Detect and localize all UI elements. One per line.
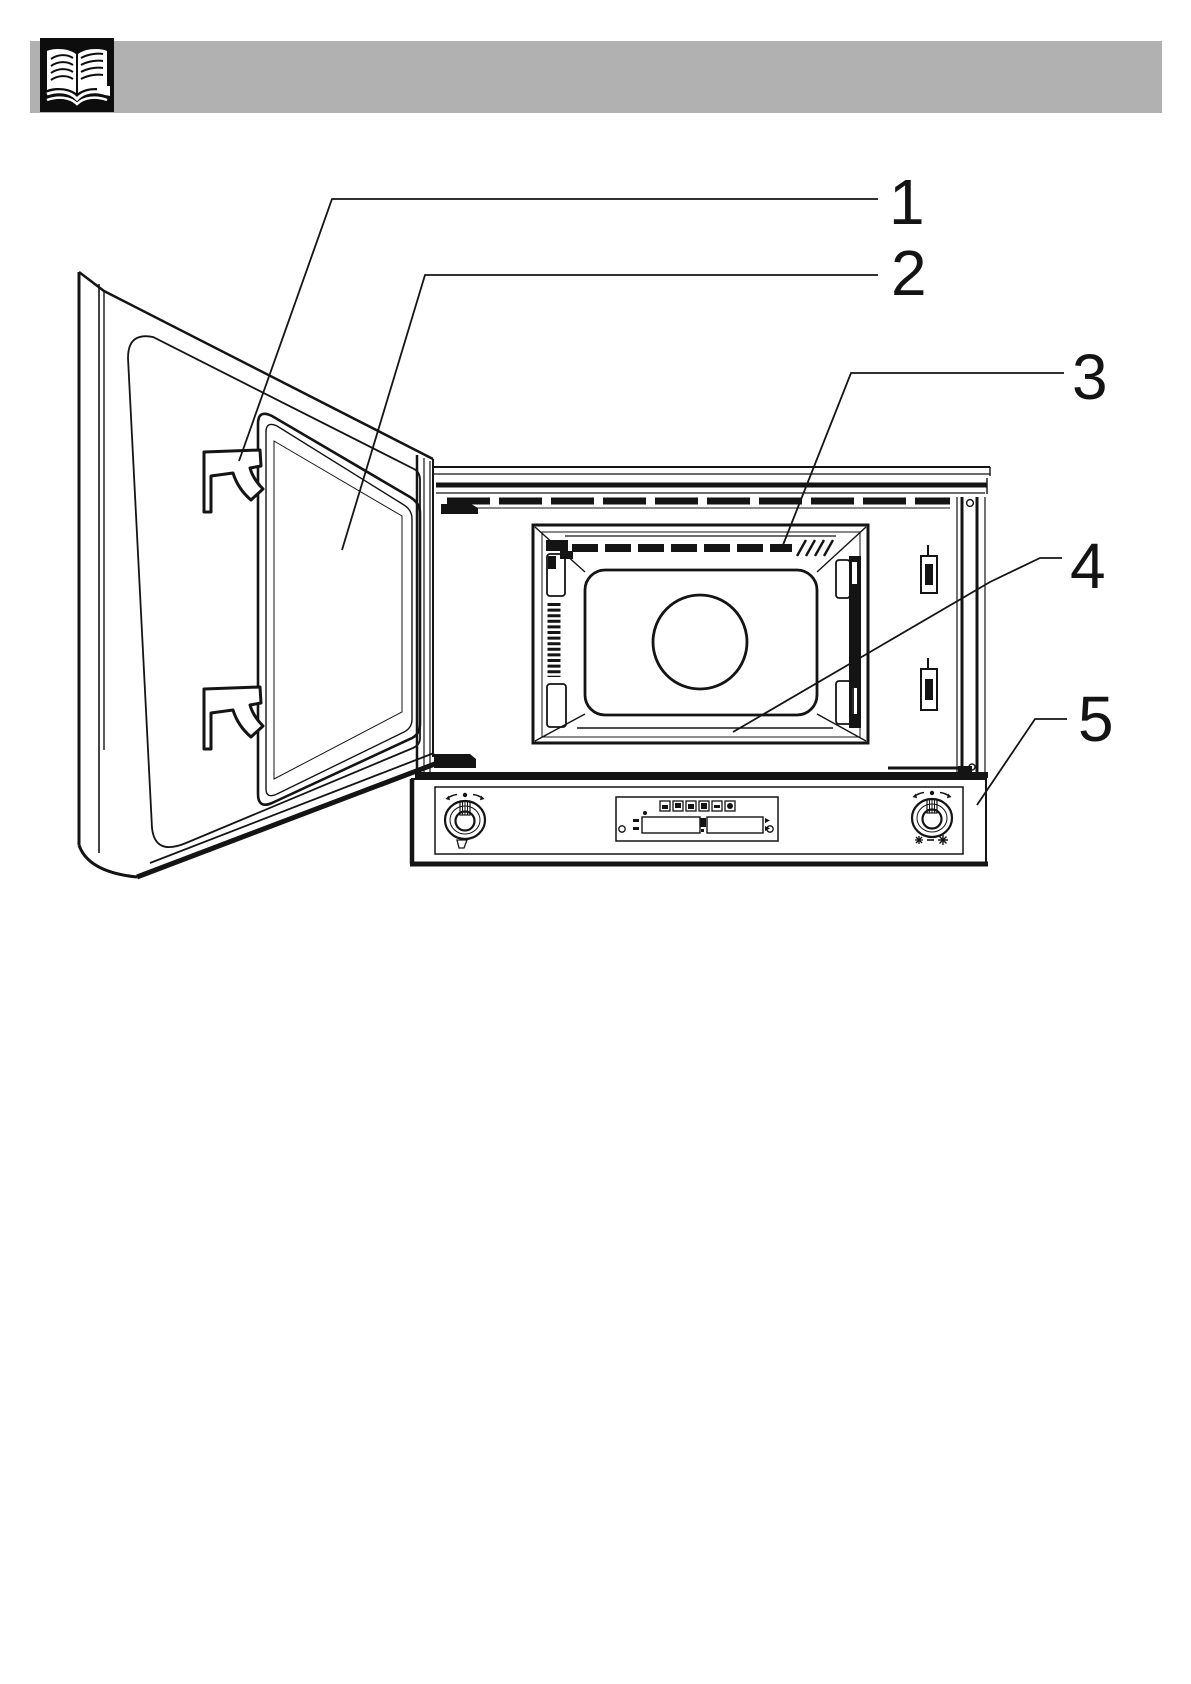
left-knob-mode-icon bbox=[456, 839, 468, 849]
latch-receptacle-top bbox=[920, 545, 938, 594]
display-screw-right bbox=[766, 825, 774, 833]
cavity-left-wall-vents bbox=[546, 553, 567, 728]
header-bar bbox=[30, 41, 1162, 113]
display-panel bbox=[615, 796, 779, 842]
left-knob bbox=[443, 792, 487, 841]
callout-1: 1 bbox=[238, 166, 925, 462]
callout-4-label: 4 bbox=[1070, 530, 1106, 602]
callout-2: 2 bbox=[341, 237, 927, 551]
cavity-right-wall bbox=[835, 556, 861, 728]
oven-cabinet bbox=[415, 455, 991, 778]
right-knob-mode-icons bbox=[915, 835, 948, 845]
door-latch-hook-top bbox=[202, 448, 265, 514]
cavity-floor-plate bbox=[583, 568, 819, 717]
door-hinge-column bbox=[415, 455, 478, 772]
callout-4: 4 bbox=[732, 530, 1106, 733]
door-latch-hook-bottom bbox=[202, 685, 265, 751]
callout-3-label: 3 bbox=[1072, 341, 1108, 413]
display-window-right bbox=[706, 816, 764, 834]
display-window-left bbox=[641, 816, 701, 834]
knob-index-dot bbox=[929, 790, 935, 796]
callout-3: 3 bbox=[782, 341, 1108, 546]
latch-receptacle-bottom bbox=[920, 658, 938, 711]
callout-5-label: 5 bbox=[1078, 683, 1114, 755]
oven-door bbox=[77, 271, 441, 880]
door-window bbox=[256, 412, 422, 806]
turntable-mark bbox=[651, 593, 749, 691]
grill-element bbox=[546, 535, 836, 569]
control-panel bbox=[409, 778, 988, 867]
hinge-bracket-bottom bbox=[434, 754, 476, 768]
cabinet-top-vents bbox=[445, 497, 950, 509]
callout-2-label: 2 bbox=[891, 237, 927, 309]
callout-1-label: 1 bbox=[889, 166, 925, 238]
cabinet-right-frame bbox=[956, 497, 986, 776]
display-screw-left bbox=[618, 825, 626, 833]
screw-top-right bbox=[965, 498, 975, 508]
open-book-icon bbox=[40, 38, 114, 112]
callout-5: 5 bbox=[976, 683, 1114, 806]
oven-cavity bbox=[531, 523, 870, 745]
knob-index-dot bbox=[462, 792, 468, 798]
hinge-bracket-top bbox=[441, 504, 478, 514]
mode-buttons-row bbox=[659, 800, 736, 812]
right-knob bbox=[910, 790, 954, 839]
